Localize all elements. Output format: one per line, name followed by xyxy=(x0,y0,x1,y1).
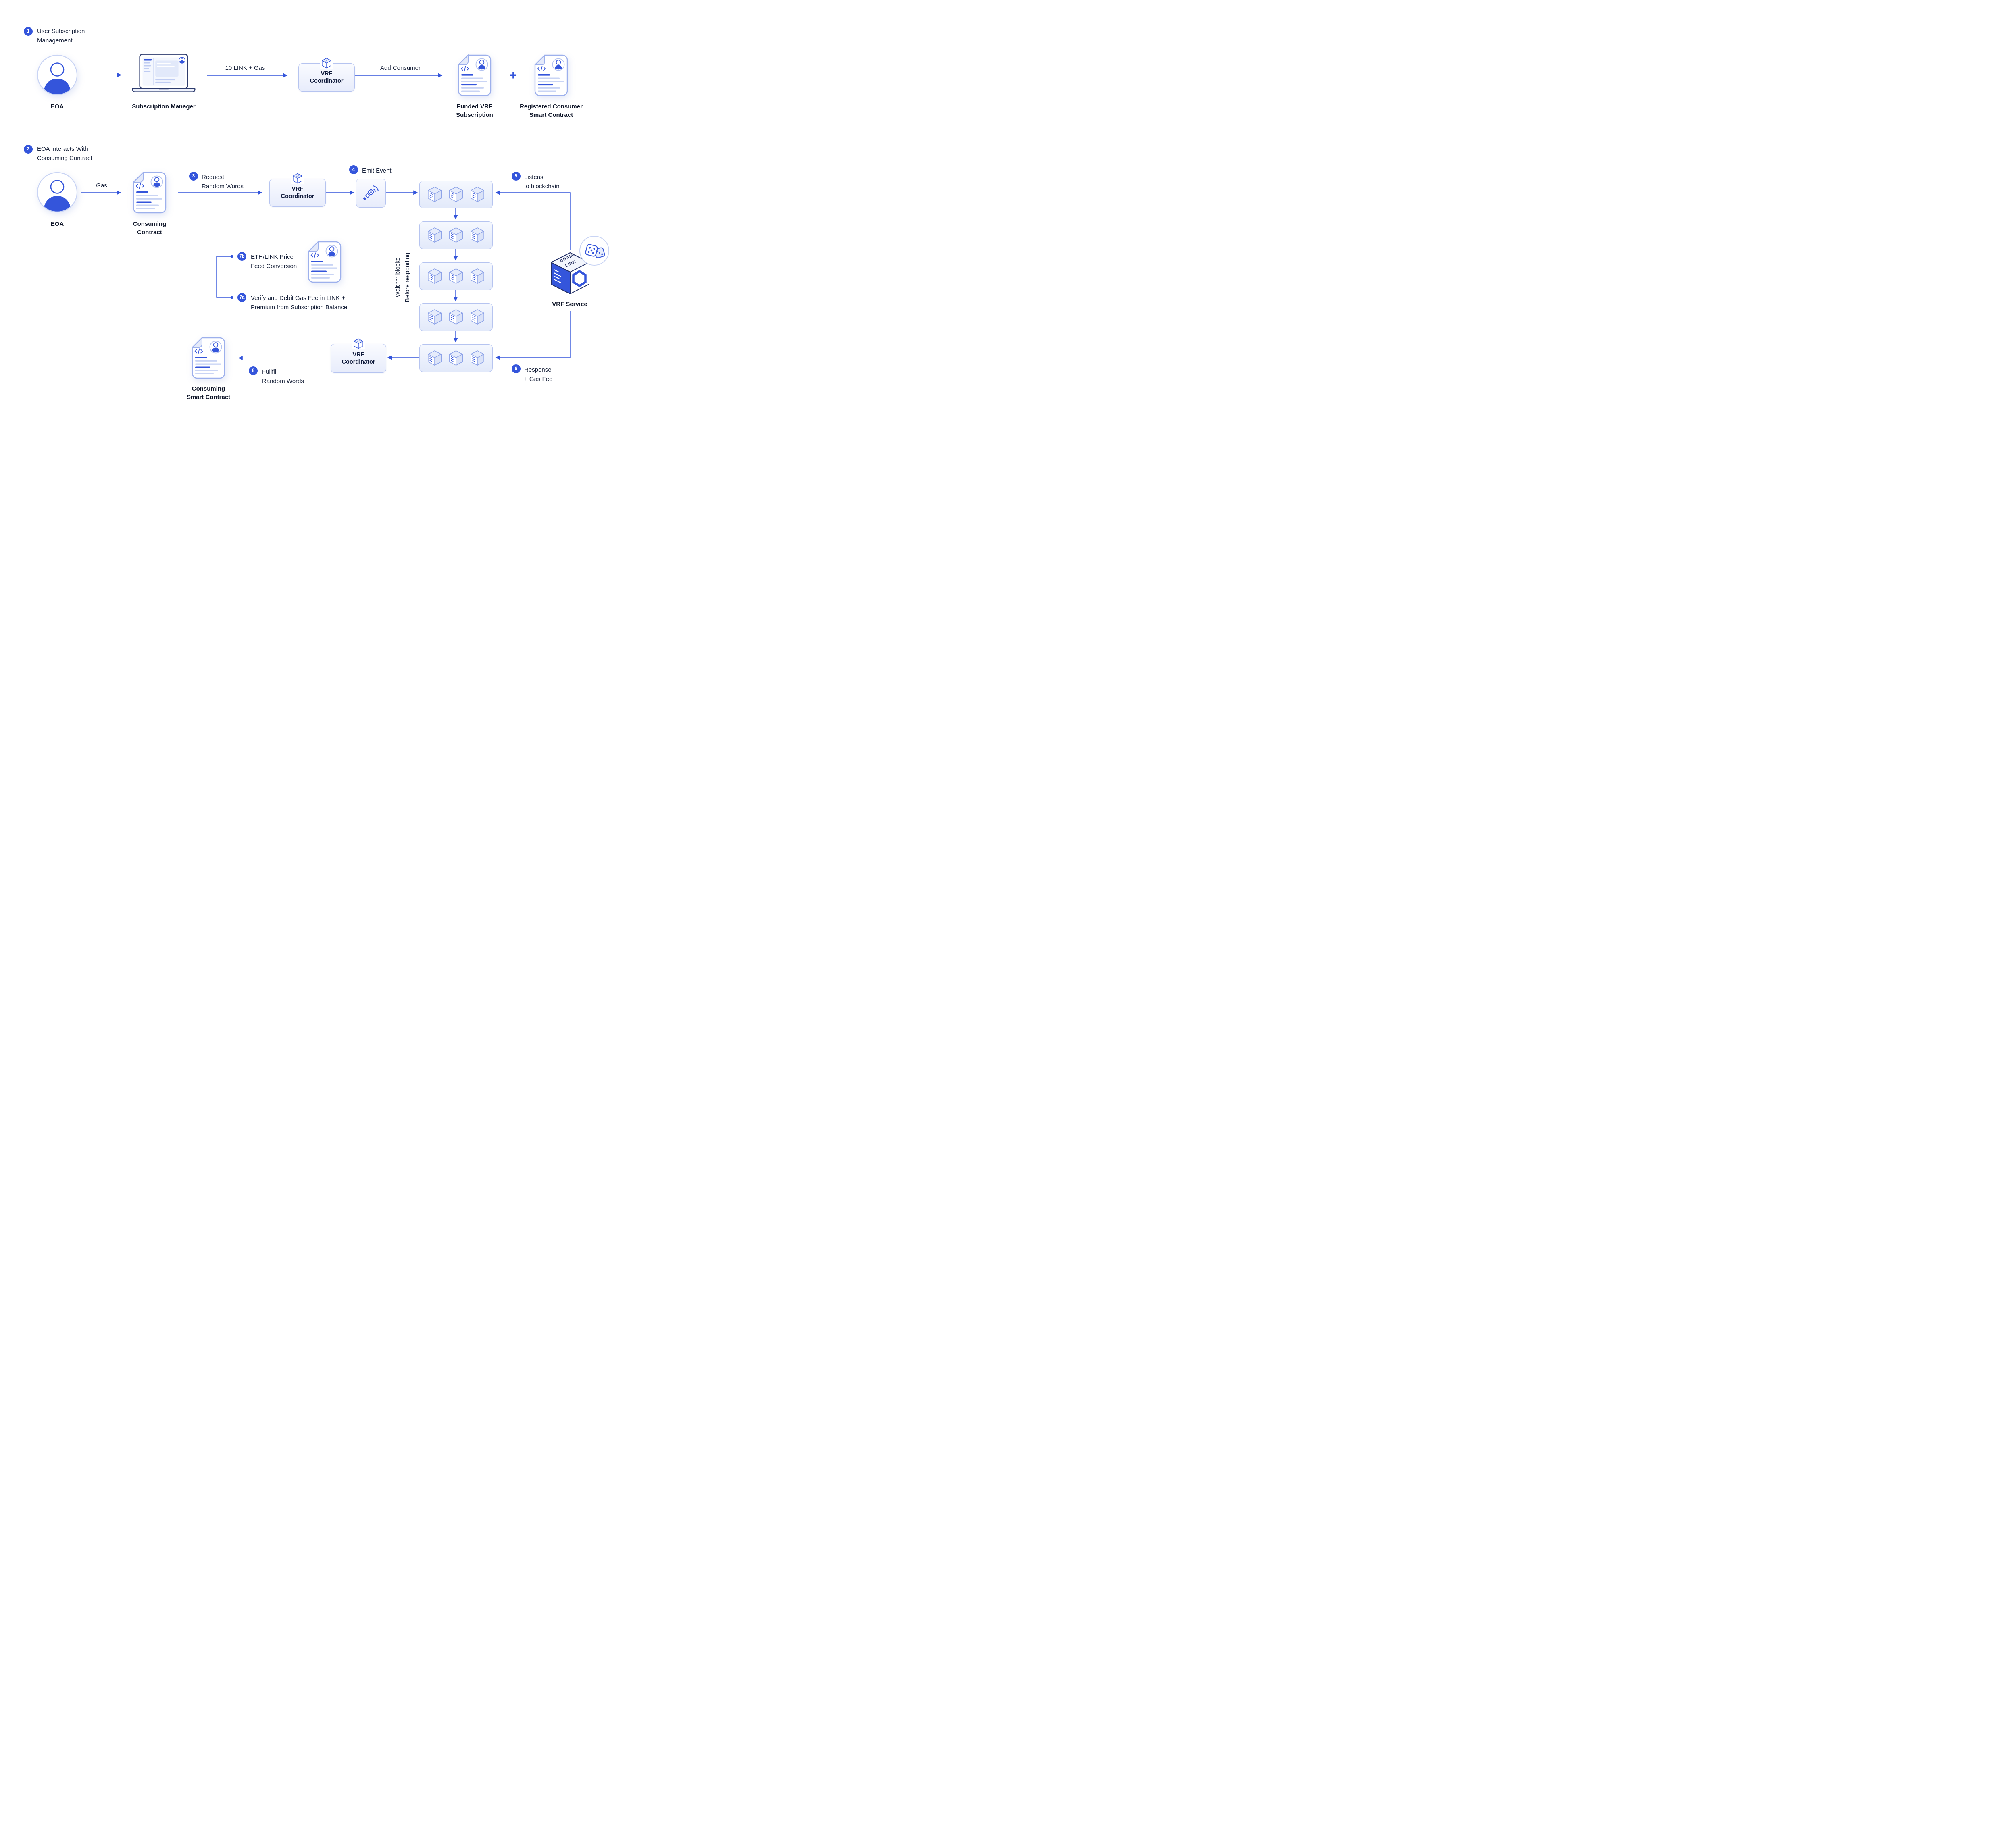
blockchain-row-4 xyxy=(419,303,493,331)
vrf-coordinator-node-1: VRF Coordinator xyxy=(298,58,355,92)
registered-consumer-label: Registered Consumer Smart Contract xyxy=(520,103,583,119)
code-lines-icon xyxy=(553,269,562,283)
funded-subscription-label: Funded VRF Subscription xyxy=(456,103,493,119)
bracket-7a-7b xyxy=(216,256,231,298)
block-cube-icon xyxy=(470,309,485,326)
step-1-badge: 1 xyxy=(24,27,33,36)
cube-icon-svg xyxy=(321,58,332,69)
step-5-badge: 5 xyxy=(512,172,521,181)
eoa-avatar-icon xyxy=(36,54,78,96)
funded-subscription-doc-icon xyxy=(458,54,492,96)
block-cube-icon xyxy=(427,227,442,244)
dice-icon xyxy=(579,236,609,266)
vrf-service-icon: CHAIN LINK xyxy=(551,236,609,294)
consuming-contract-label: Consuming Contract xyxy=(133,220,167,236)
block-cube-icon xyxy=(427,268,442,285)
eoa-label-2: EOA xyxy=(50,220,64,227)
blockchain-row-3 xyxy=(419,262,493,290)
section-2-title: EOA Interacts With Consuming Contract xyxy=(37,146,92,162)
laptop-icon xyxy=(129,53,198,98)
registered-consumer-doc-icon xyxy=(534,54,568,96)
block-cube-icon xyxy=(427,309,442,326)
step-7a-badge: 7a xyxy=(237,293,246,302)
broadcast-icon xyxy=(362,184,380,202)
link-gas-arrow-label: 10 LINK + Gas xyxy=(225,64,265,71)
cube-icon-svg xyxy=(353,338,364,349)
block-cube-icon xyxy=(448,186,464,203)
verify-debit-label: Verify and Debit Gas Fee in LINK + Premi… xyxy=(251,295,348,311)
block-cube-icon xyxy=(448,350,464,367)
cube-icon xyxy=(320,58,333,69)
connector-dot-7a xyxy=(230,296,233,299)
add-consumer-arrow-label: Add Consumer xyxy=(380,64,421,71)
vrf-coordinator-label-3: VRF Coordinator xyxy=(342,352,375,365)
block-cube-icon xyxy=(470,186,485,203)
block-cube-icon xyxy=(427,350,442,367)
emit-event-node xyxy=(356,179,386,208)
response-gas-fee-label: Response + Gas Fee xyxy=(524,366,553,383)
step-4-badge: 4 xyxy=(349,165,358,174)
vrf-coordinator-label-1: VRF Coordinator xyxy=(310,71,344,84)
consuming-contract-doc-icon xyxy=(133,172,167,214)
fulfill-random-words-label: Fullfill Random Words xyxy=(262,368,304,385)
step-8-badge: 8 xyxy=(249,366,258,375)
block-cube-icon xyxy=(448,227,464,244)
wait-n-blocks-label: Wait “n” blocks Before responding xyxy=(394,252,411,302)
cube-icon-svg xyxy=(292,173,303,184)
cube-icon xyxy=(352,338,365,349)
blockchain-row-2 xyxy=(419,221,493,249)
section-1-title: User Subscription Management xyxy=(37,28,85,44)
consuming-smart-contract-label: Consuming Smart Contract xyxy=(186,385,231,401)
listens-to-blockchain-label: Listens to blockchain xyxy=(524,174,560,190)
gas-arrow-label: Gas xyxy=(96,182,107,189)
vrf-service-label: VRF Service xyxy=(552,301,587,308)
blockchain-row-5 xyxy=(419,344,493,372)
block-cube-icon xyxy=(470,227,485,244)
request-random-words-label: Request Random Words xyxy=(202,174,244,190)
step-6-badge: 6 xyxy=(512,364,521,373)
block-cube-icon xyxy=(448,309,464,326)
chainlink-hexagon-icon xyxy=(572,270,587,287)
eoa-label: EOA xyxy=(50,103,64,110)
block-cube-icon xyxy=(470,350,485,367)
subscription-manager-label: Subscription Manager xyxy=(132,103,196,110)
consuming-smart-contract-doc-icon xyxy=(192,337,225,379)
block-cube-icon xyxy=(448,268,464,285)
eth-link-price-label: ETH/LINK Price Feed Conversion xyxy=(251,254,297,270)
arrow-service-response xyxy=(495,311,571,360)
step-2-badge: 2 xyxy=(24,145,33,154)
cube-icon xyxy=(291,173,304,184)
eoa-avatar-icon-2 xyxy=(36,171,78,213)
vrf-coordinator-node-2: VRF Coordinator xyxy=(269,173,326,207)
vrf-coordinator-label-2: VRF Coordinator xyxy=(281,186,314,200)
emit-event-label: Emit Event xyxy=(362,167,392,174)
plus-sign: + xyxy=(509,68,517,82)
fee-contract-doc-icon xyxy=(308,241,342,283)
vrf-flow-diagram: 1 User Subscription Management EOA Subsc… xyxy=(0,0,626,421)
blockchain-row-1 xyxy=(419,181,493,208)
connector-dot-7b xyxy=(230,255,233,258)
step-3-badge: 3 xyxy=(189,172,198,181)
vrf-coordinator-node-3: VRF Coordinator xyxy=(331,338,386,373)
block-cube-icon xyxy=(470,268,485,285)
block-cube-icon xyxy=(427,186,442,203)
step-7b-badge: 7b xyxy=(237,252,246,261)
